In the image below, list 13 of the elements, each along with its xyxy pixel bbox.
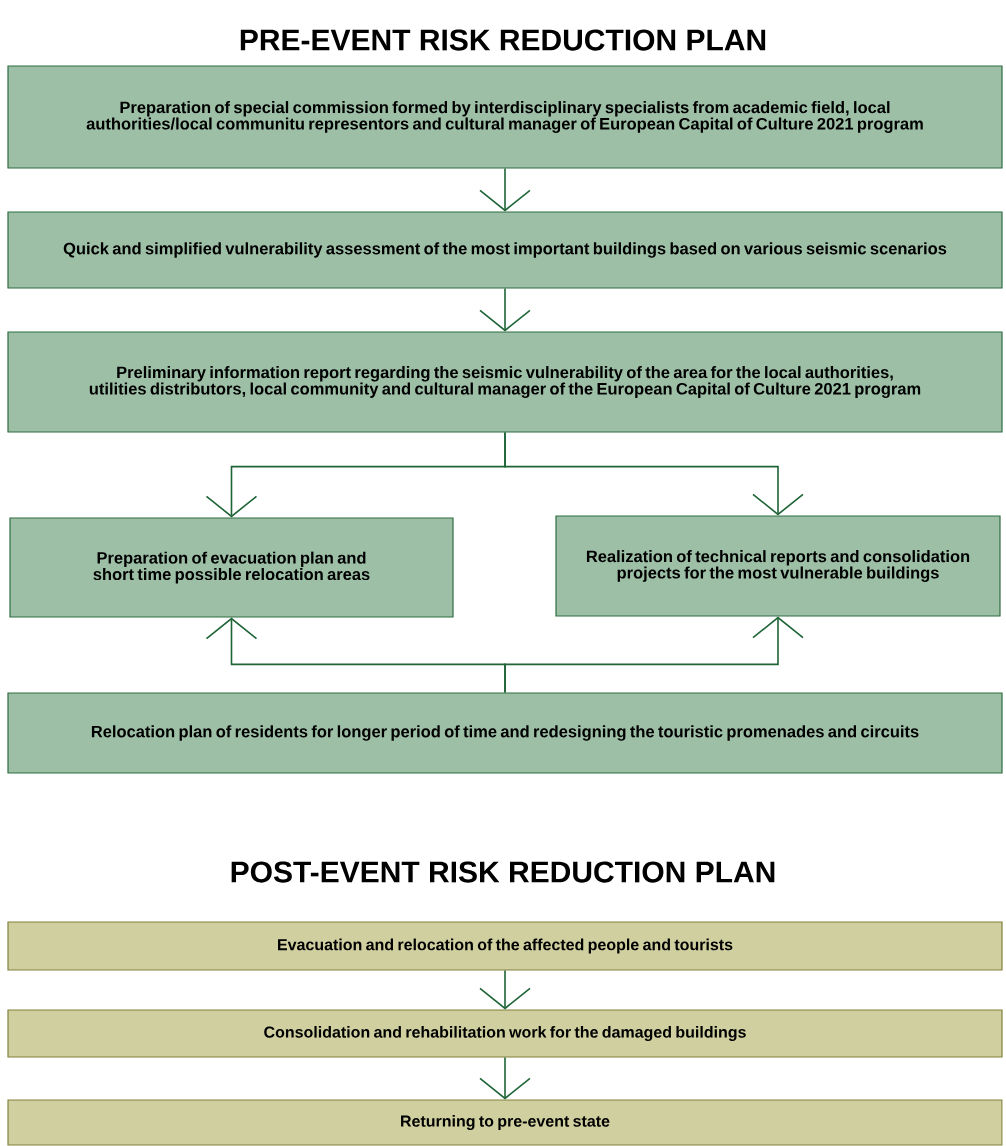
arrow (504, 431, 804, 516)
arrow (504, 616, 804, 694)
process-box: Realization of technical reports and consolidation projects for the most vulnerable buildings (555, 515, 1001, 617)
process-box: Preparation of evacuation plan and short time possible relocation areas (9, 517, 454, 618)
process-box: Evacuation and relocation of the affected people and tourists (7, 921, 1003, 971)
process-box: Preliminary information report regarding the seismic vulnerability of the area for the local authorities, utilities distributors, local community and cultural manager of the European Capital of Culture 2021 program (7, 331, 1003, 433)
heading: POST-EVENT RISK REDUCTION PLAN (231, 861, 775, 883)
process-box: Returning to pre-event state (7, 1099, 1003, 1146)
process-box: Relocation plan of residents for longer period of time and redesigning the touristic promenades and circuits (7, 692, 1003, 774)
process-box: Preparation of special commission formed by interdisciplinary specialists from academic field, local authorities/local communitu representors and cultural manager of European Capital of Culture 2021 program (7, 65, 1003, 169)
heading: PRE-EVENT RISK REDUCTION PLAN (240, 29, 766, 51)
process-box: Quick and simplified vulnerability assessment of the most important buildings based on various seismic scenarios (7, 211, 1003, 289)
process-box: Consolidation and rehabilitation work for the damaged buildings (7, 1009, 1003, 1058)
